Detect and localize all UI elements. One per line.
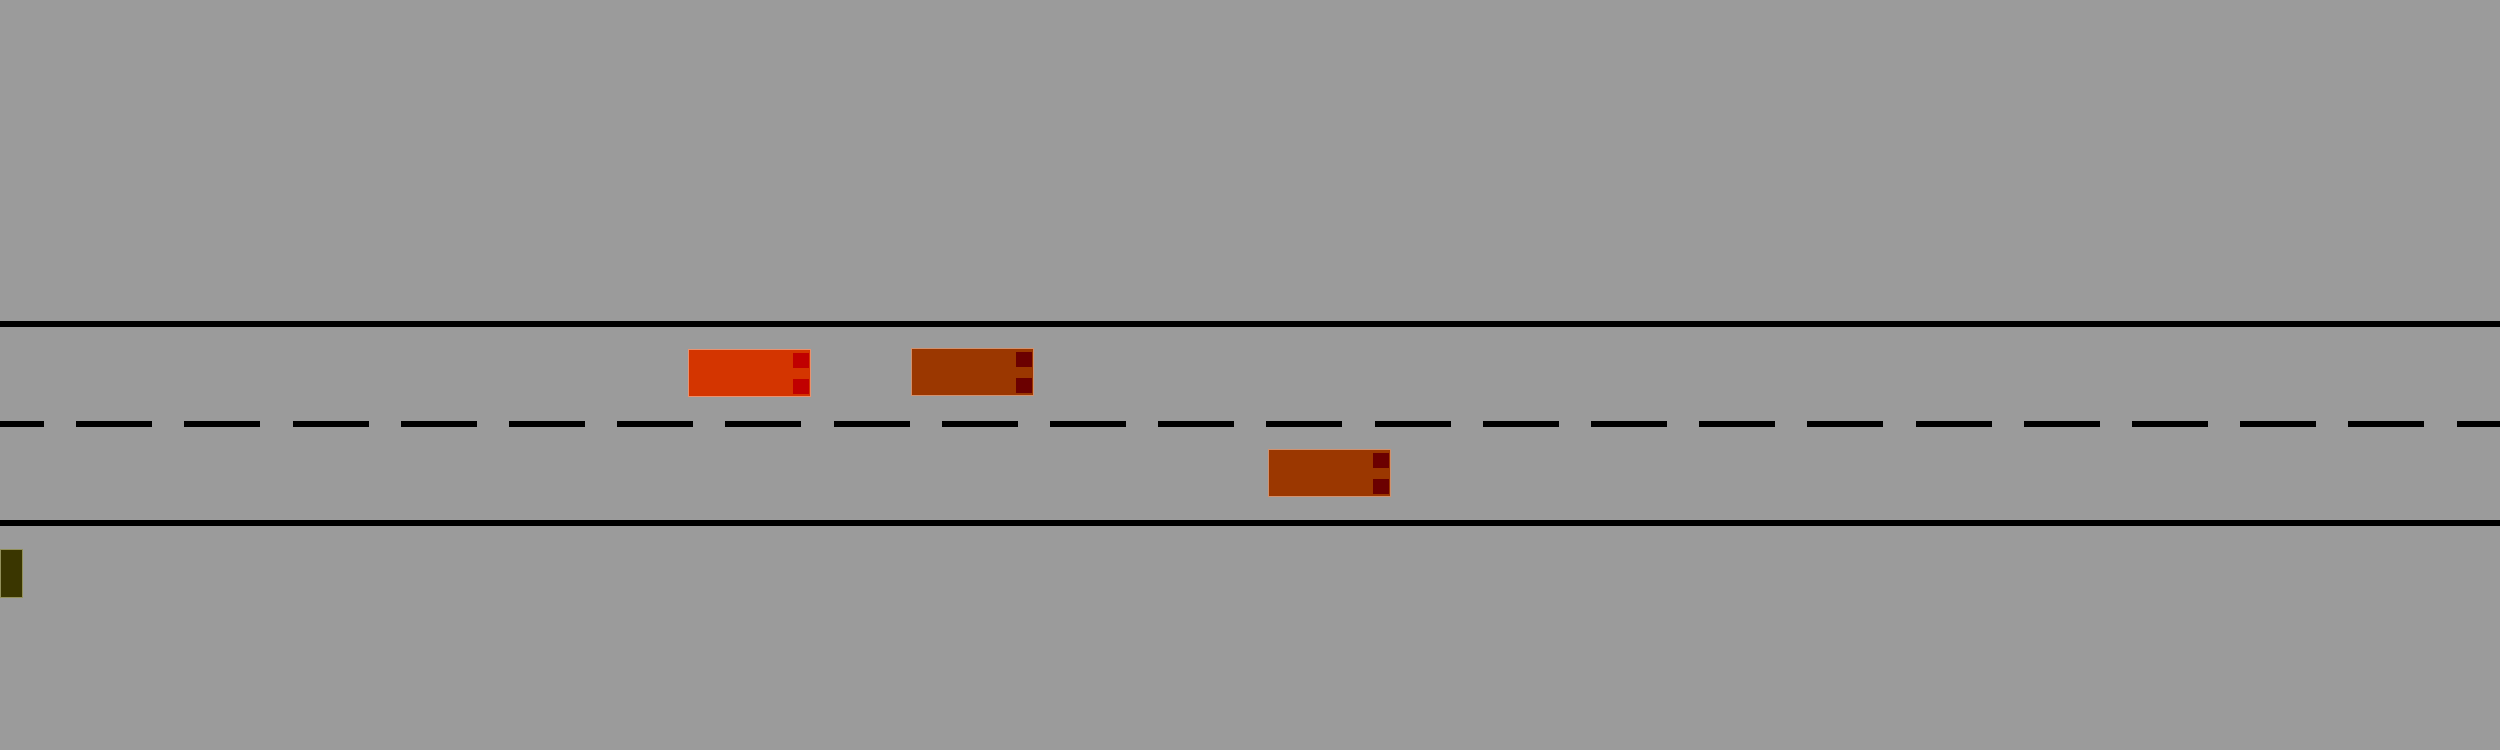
lane-dash xyxy=(2457,421,2500,427)
lane-dash xyxy=(184,421,260,427)
roadside-object xyxy=(0,549,23,598)
lane-dash xyxy=(2024,421,2100,427)
lane-dash xyxy=(834,421,910,427)
road-edge-bottom xyxy=(0,520,2500,526)
lane-divider xyxy=(0,421,2500,427)
lane-dash xyxy=(2348,421,2424,427)
lane-dash xyxy=(1807,421,1883,427)
lane-dash xyxy=(1158,421,1234,427)
lane-dash xyxy=(509,421,585,427)
lane-dash xyxy=(942,421,1018,427)
car-vehicle-3 xyxy=(1268,449,1391,497)
tail-light-icon xyxy=(793,379,809,394)
lane-dash xyxy=(2132,421,2208,427)
tail-light-icon xyxy=(1373,453,1389,468)
lane-dash xyxy=(617,421,693,427)
lane-dash xyxy=(1266,421,1342,427)
lane-dash xyxy=(0,421,44,427)
tail-light-icon xyxy=(1016,352,1032,367)
lane-dash xyxy=(1050,421,1126,427)
lane-dash xyxy=(401,421,477,427)
lane-dash xyxy=(1483,421,1559,427)
lane-dash xyxy=(1375,421,1451,427)
lane-dash xyxy=(1699,421,1775,427)
tail-light-icon xyxy=(793,353,809,368)
lane-dash xyxy=(76,421,152,427)
tail-light-icon xyxy=(1016,378,1032,393)
road-edge-top xyxy=(0,321,2500,327)
car-vehicle-2 xyxy=(911,348,1034,396)
lane-dash xyxy=(2240,421,2316,427)
car-vehicle-1 xyxy=(688,349,811,397)
lane-dash xyxy=(1591,421,1667,427)
lane-dash xyxy=(725,421,801,427)
tail-light-icon xyxy=(1373,479,1389,494)
lane-dash xyxy=(293,421,369,427)
lane-dash xyxy=(1916,421,1992,427)
